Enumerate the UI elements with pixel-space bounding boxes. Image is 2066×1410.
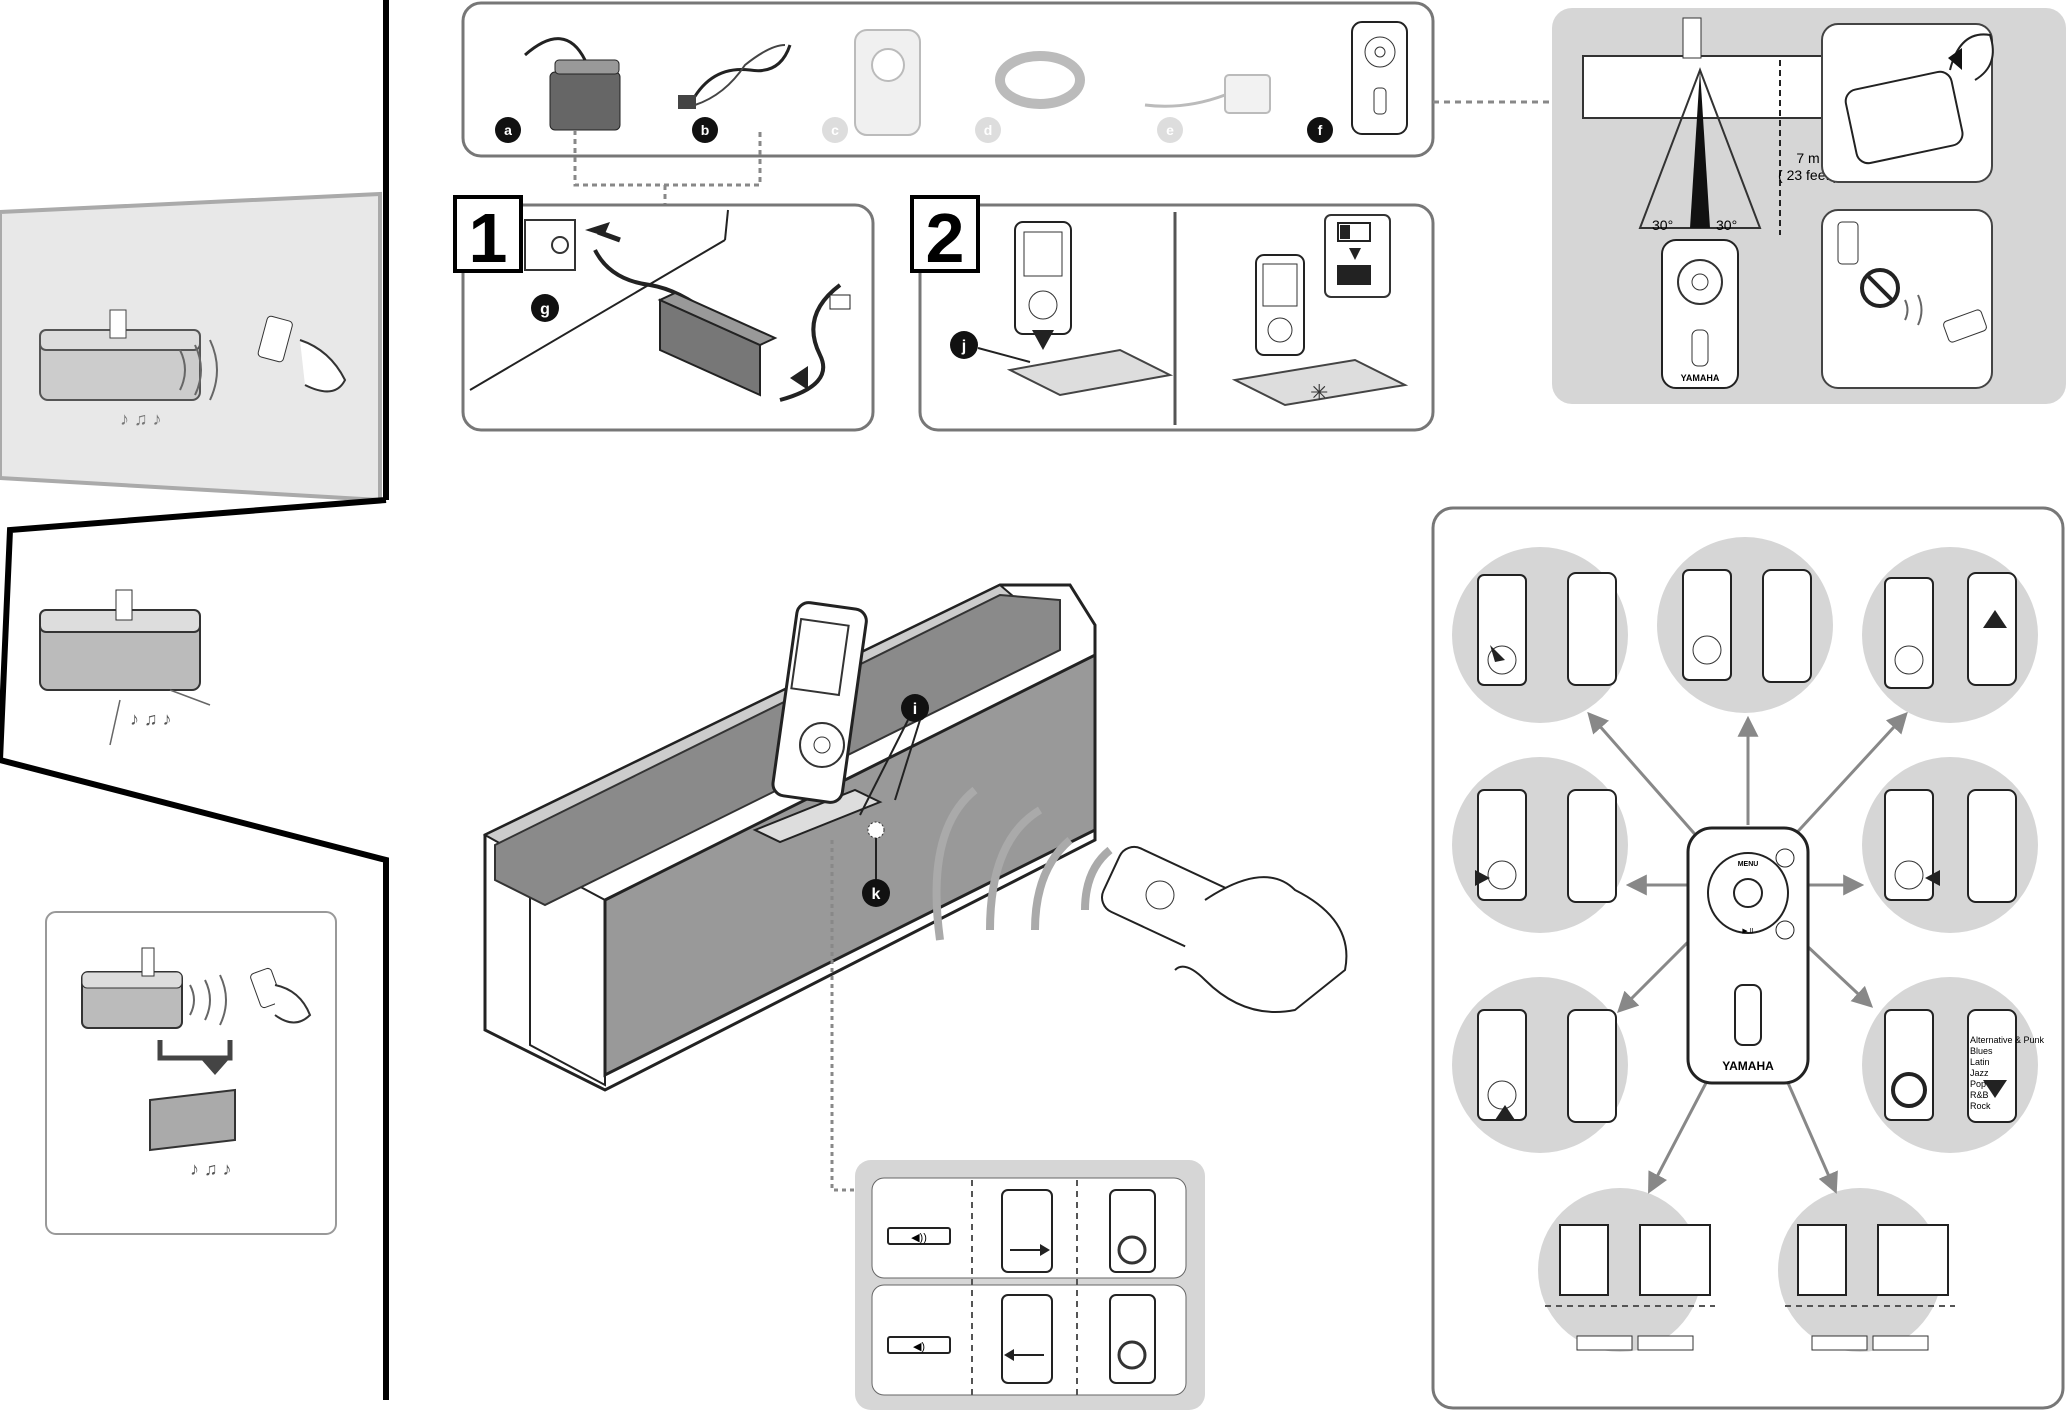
portable-scene-box: ♪ ♫ ♪ [45,911,337,1235]
op-circle-menu-center [1657,537,1833,713]
playlist-item: Pop [1970,1079,1986,1089]
accessory-power-cable: b [678,44,792,143]
playlist-item: Rock [1970,1101,1991,1111]
prohibited-icon [1860,268,1900,308]
op-circle-play-pause [1452,977,1628,1153]
volume-up-icon: ◀)) [911,1232,927,1244]
remote-range-panel: 7 m ( 23 feet ) 30° 30° YAMAHA [1552,8,2066,404]
label-f: f [1318,122,1323,138]
remote-control: MENU ▶ II YAMAHA [1686,826,1810,1085]
label-d: d [984,122,993,138]
svg-text:♪ ♫ ♪: ♪ ♫ ♪ [190,1159,232,1179]
playlist-item: Blues [1970,1046,1993,1056]
range-angle-left: 30° [1652,217,1673,233]
step-2-panel: 2 j ✳ [910,195,1435,432]
accessories-panel: a b c d e [461,1,1552,205]
playlist-item: Latin [1970,1057,1990,1067]
label-b: b [701,122,710,138]
remote-brand: YAMAHA [1722,1059,1774,1073]
main-speaker: i k [482,583,1348,1192]
op-circle-menu-left [1452,547,1628,723]
op-circle-vol-up [1538,1188,1715,1352]
speaker-scene-table: ♪ ♫ ♪ [39,589,211,746]
accessory-remote: f [1307,21,1408,143]
accessory-small-adaptor: e [1144,74,1271,143]
speaker-scene-wall: ♪ ♫ ♪ [39,309,347,429]
remote-operations-panel: Alternative & Punk Blues Latin Jazz Pop … [1431,506,2065,1410]
remote-play-pause: ▶ II [1742,928,1753,935]
volume-table: ◀)) ◀) [855,1160,1205,1410]
step-1-number: 1 [469,199,508,277]
op-circle-next [1862,757,2038,933]
svg-text:♪ ♫ ♪: ♪ ♫ ♪ [130,709,172,729]
step-2-number: 2 [926,199,965,277]
label-j: j [961,338,966,355]
label-e: e [1166,122,1174,138]
label-k: k [872,886,881,903]
op-circle-up [1862,547,2038,723]
playlist-menu: Alternative & Punk Blues Latin Jazz Pop … [1970,1035,2045,1111]
op-circle-prev [1452,757,1628,933]
step-1-panel: 1 g [453,195,875,432]
op-circle-vol-down [1778,1188,1955,1352]
remote-menu-label: MENU [1738,861,1759,868]
accessory-dock-adapter: c [822,29,921,143]
op-circle-down [1862,977,2038,1153]
range-distance: 7 m [1796,150,1819,166]
remote-brand-small: YAMAHA [1681,373,1720,383]
label-g: g [540,301,550,318]
left-strip: ♪ ♫ ♪ ♪ ♫ ♪ ♪ ♫ ♪ [0,0,389,1400]
label-i: i [913,701,917,718]
battery-icon [1324,214,1391,298]
playlist-item: R&B [1970,1090,1989,1100]
accessory-holder-ring: d [975,51,1085,143]
volume-down-icon: ◀) [913,1341,925,1353]
svg-text:✳: ✳ [1310,380,1328,405]
range-angle-right: 30° [1716,217,1737,233]
svg-text:♪ ♫ ♪: ♪ ♫ ♪ [120,409,162,429]
playlist-item: Jazz [1970,1068,1989,1078]
label-c: c [831,122,839,138]
accessory-ac-adaptor: a [495,37,621,143]
label-a: a [504,122,512,138]
playlist-item: Alternative & Punk [1970,1035,2045,1045]
